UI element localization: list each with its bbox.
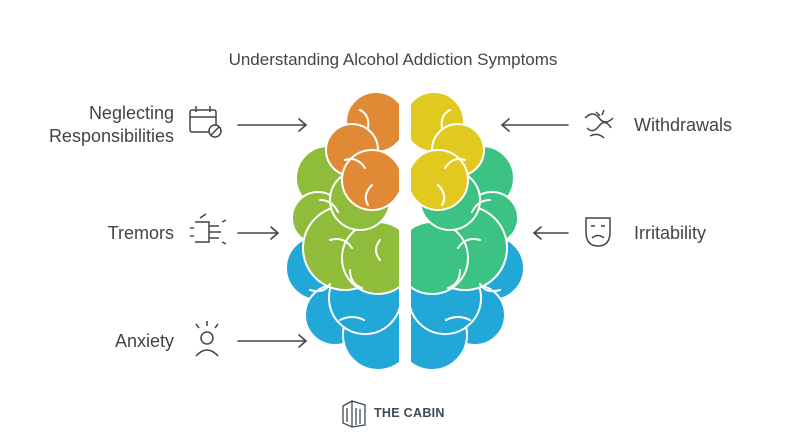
struggle-icon [584,109,614,139]
label-line: Neglecting [88,103,174,123]
anxious-person-icon [195,321,219,357]
arrow-tremors [237,226,280,240]
brand-name: THE CABIN [374,406,445,420]
label-line: Responsibilities [48,126,174,146]
page-title: Understanding Alcohol Addiction Symptoms [228,50,558,69]
yellow-lobe-right [411,91,485,211]
arrow-withdrawals [500,118,569,132]
calendar-cancel-icon [189,106,222,138]
shaking-hand-icon [190,213,227,245]
arrow-neglecting [237,118,308,132]
label-tremors: Tremors [107,223,174,243]
label-anxiety: Anxiety [114,331,174,351]
arrow-irritability [532,226,569,240]
label-withdrawals: Withdrawals [634,115,733,135]
brand-logo: THE CABIN [340,398,445,428]
building-logo-icon [342,400,366,428]
arrow-anxiety [237,334,308,348]
label-irritability: Irritability [634,223,707,243]
frown-mask-icon [585,217,611,247]
